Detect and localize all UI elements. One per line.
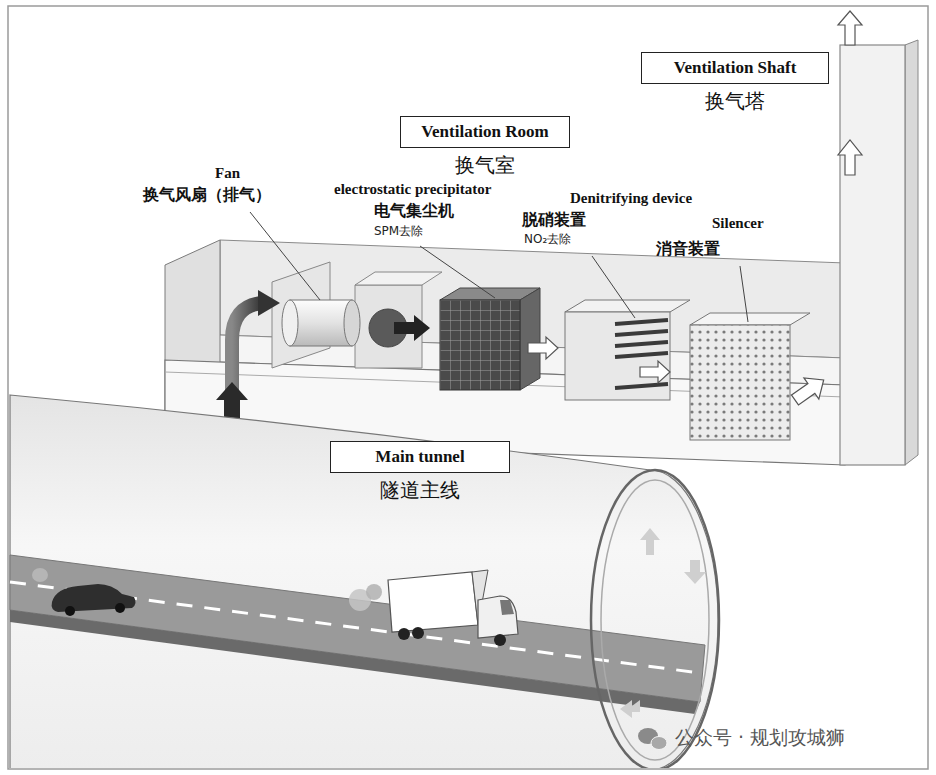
fan-cylinder xyxy=(290,300,352,346)
exhaust-puff xyxy=(366,584,382,600)
air-arrow xyxy=(620,700,640,718)
part-label: electrostatic precipitator xyxy=(334,181,491,198)
label-heading: Ventilation Shaft xyxy=(641,52,829,84)
precipitator-side xyxy=(520,288,540,390)
chinese-label: 换气室 xyxy=(455,152,515,179)
flow-arrow xyxy=(394,315,430,341)
truck-body xyxy=(388,572,478,632)
wheel xyxy=(494,634,506,646)
denitrifier-box xyxy=(565,312,670,400)
fan-end xyxy=(344,300,360,346)
precipitator-grid xyxy=(440,300,520,390)
wheel xyxy=(65,606,75,616)
part-label: Silencer xyxy=(712,215,764,232)
flow-arrow xyxy=(640,361,670,383)
part-label: 电气集尘机 xyxy=(374,202,454,220)
label-box: Ventilation Shaft 换气塔 xyxy=(641,52,829,115)
label-box: Main tunnel 隧道主线 xyxy=(330,441,510,504)
flow-arrow xyxy=(528,337,558,359)
chinese-label: 隧道主线 xyxy=(380,477,460,504)
part-label: NO₂去除 xyxy=(524,233,571,247)
watermark: 公众号 · 规划攻城狮 xyxy=(675,727,845,749)
wechat-icon xyxy=(638,728,667,750)
road-edge xyxy=(10,610,700,714)
silencer-top xyxy=(690,313,810,325)
fan-end xyxy=(282,300,298,346)
main-tunnel xyxy=(10,395,719,768)
chinese-label: 换气塔 xyxy=(705,88,765,115)
label-heading: Ventilation Room xyxy=(400,116,570,148)
leader-lines xyxy=(250,212,748,322)
silencer-box xyxy=(690,325,790,440)
up-arrow xyxy=(838,11,862,45)
exhaust-puff xyxy=(32,568,48,582)
part-label: 消音装置 xyxy=(656,240,720,258)
tunnel-lining xyxy=(601,480,709,760)
wheel xyxy=(412,627,424,639)
up-arrow xyxy=(216,382,248,420)
part-label: SPM去除 xyxy=(374,225,423,239)
car xyxy=(52,584,136,612)
road-centerline xyxy=(10,582,700,673)
part-label: Denitrifying device xyxy=(570,190,692,207)
part-label: 脱硝装置 xyxy=(522,211,586,229)
denitrifier-top xyxy=(565,300,690,312)
tunnel-body xyxy=(10,395,718,768)
wheel xyxy=(115,603,125,613)
up-arrow xyxy=(838,140,862,175)
label-heading: Main tunnel xyxy=(330,441,510,473)
ventilation-room xyxy=(165,11,918,465)
truck-cab xyxy=(478,596,518,638)
part-label: Fan xyxy=(215,165,240,182)
shaft-side xyxy=(905,40,918,465)
label-box: Ventilation Room 换气室 xyxy=(400,116,570,179)
wheel xyxy=(398,628,410,640)
shaft-front xyxy=(840,45,905,465)
flow-arrow xyxy=(788,369,832,410)
partition-top xyxy=(355,272,442,285)
frame xyxy=(8,6,928,769)
room-back-wall xyxy=(220,240,900,360)
part-label: 换气风扇（排气） xyxy=(143,186,271,204)
arrow-head xyxy=(258,290,280,316)
air-arrow xyxy=(684,560,706,584)
truck-window xyxy=(500,600,514,615)
air-arrow xyxy=(640,528,660,555)
tunnel-opening xyxy=(591,470,719,768)
